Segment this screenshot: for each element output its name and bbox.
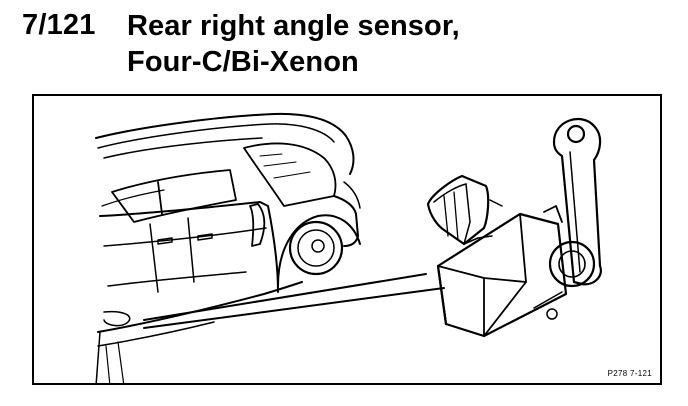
car-side-window	[111, 169, 237, 223]
car-roof	[95, 112, 355, 175]
title-line-1: Rear right angle sensor,	[127, 10, 460, 42]
car-rear-window	[243, 142, 337, 207]
figure-frame: P278 7-121	[32, 94, 662, 385]
car-door-handle	[157, 237, 173, 245]
sensor-lever-arm	[552, 117, 602, 286]
car-rocker	[97, 281, 303, 333]
car-tail-light	[249, 203, 266, 247]
sensor-drawing	[426, 117, 602, 338]
figure-illustration	[95, 112, 602, 383]
title-line-2: Four-C/Bi-Xenon	[127, 46, 359, 78]
car-wheel	[288, 220, 344, 276]
car-drawing	[95, 112, 361, 383]
leader-line-top	[143, 273, 427, 321]
figure-reference: P278 7-121	[607, 369, 652, 378]
leader-lines	[143, 273, 445, 329]
car-wheel-arch	[277, 214, 361, 287]
section-title: Rear right angle sensor, Four-C/Bi-Xenon	[127, 8, 460, 80]
car-trunk	[333, 195, 359, 247]
document-header: 7/121 Rear right angle sensor, Four-C/Bi…	[0, 0, 688, 90]
sensor-connector	[426, 174, 490, 246]
sensor-hub	[548, 240, 596, 288]
car-door-handle-2	[197, 233, 213, 241]
car-body-side	[99, 201, 279, 293]
section-code: 7/121	[22, 9, 96, 41]
leader-line-bottom	[143, 287, 445, 329]
